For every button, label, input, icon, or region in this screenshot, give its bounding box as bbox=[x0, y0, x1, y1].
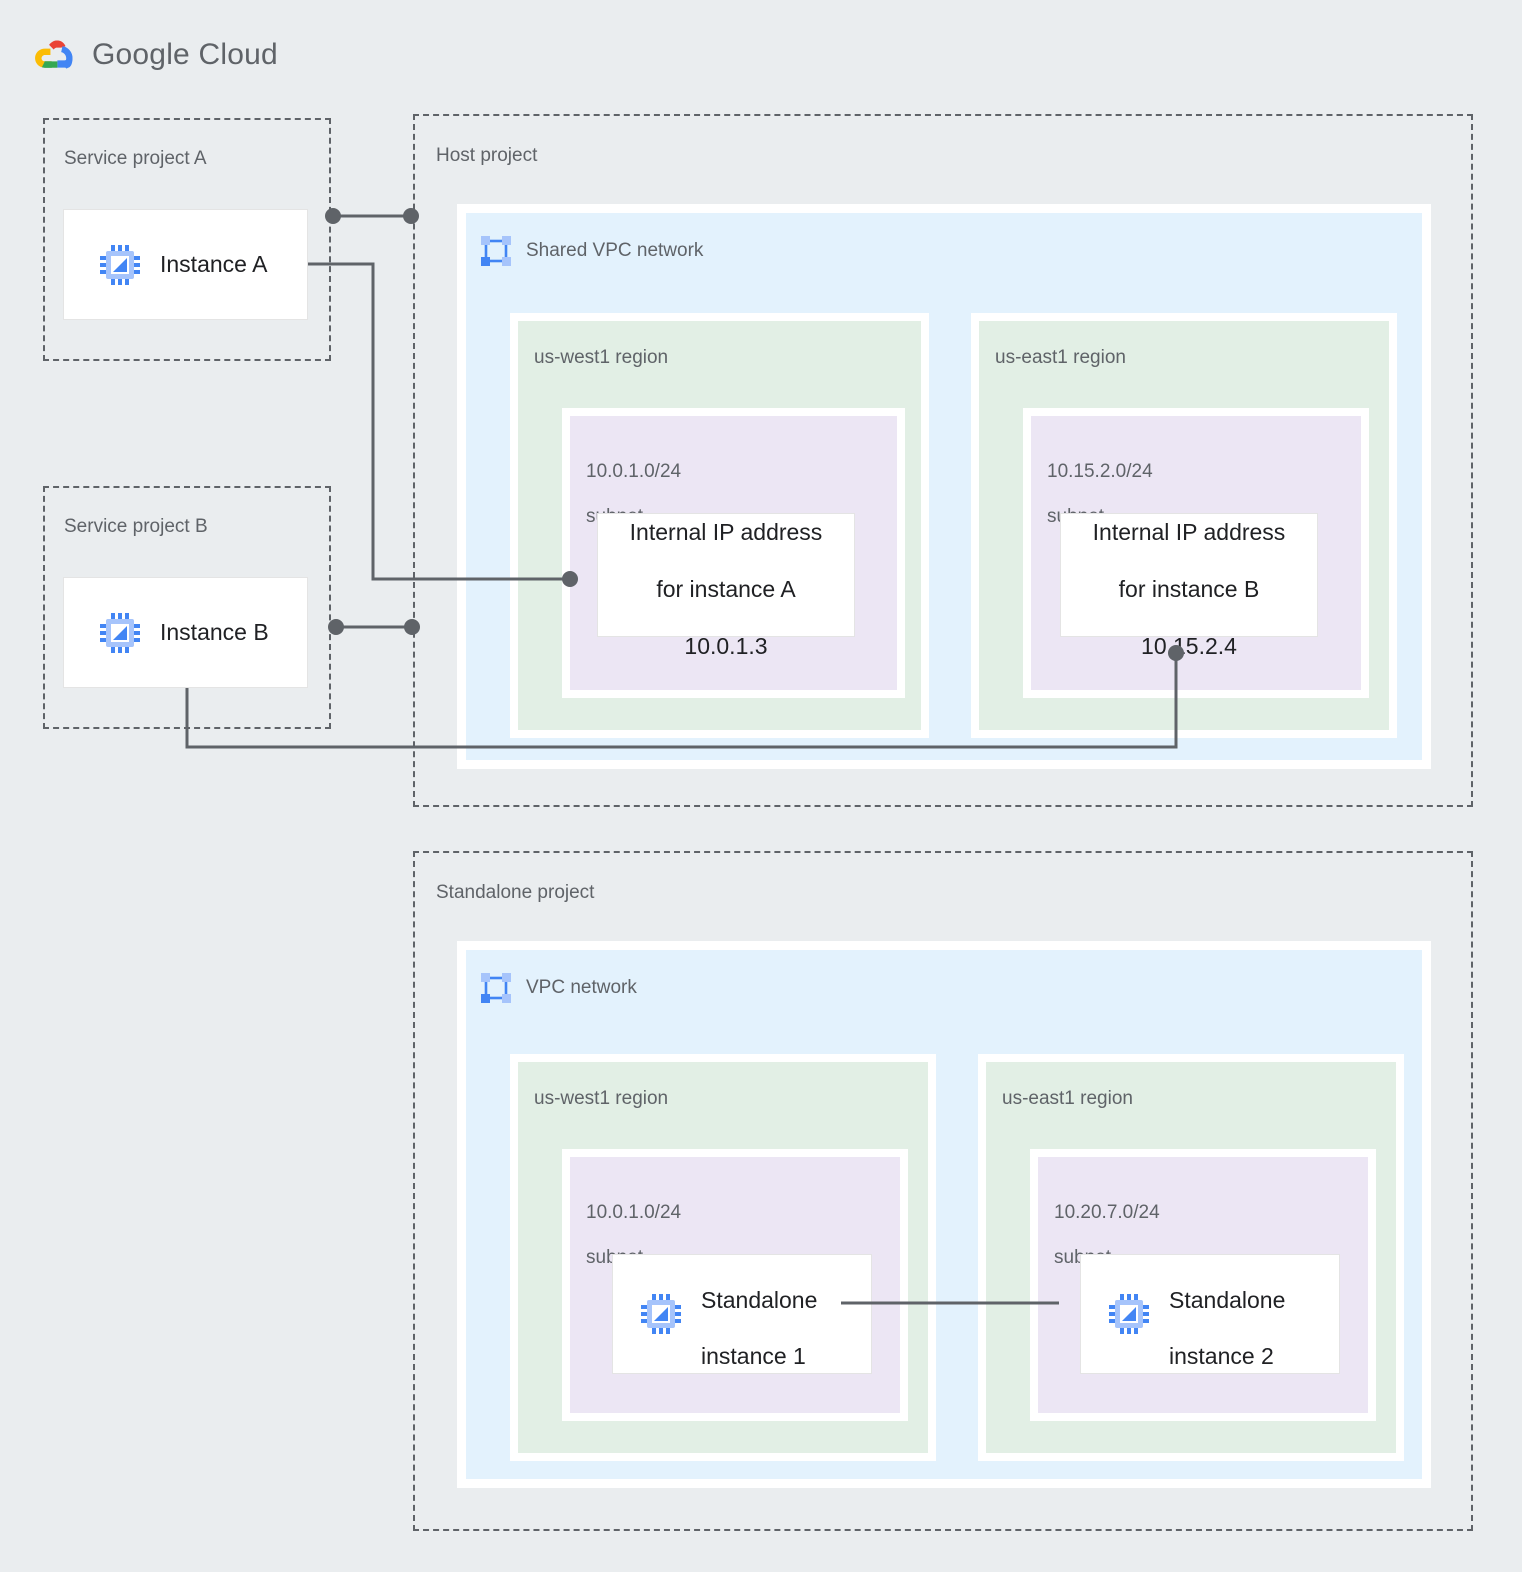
standalone-instance-1-line1: Standalone bbox=[701, 1286, 818, 1313]
service-project-a-boundary bbox=[43, 118, 331, 361]
vpc-network-icon bbox=[480, 235, 512, 267]
shared-vpc-network-box: Shared VPC network us-west1 region 10.0.… bbox=[457, 204, 1431, 769]
google-cloud-logo-lockup: Google Cloud bbox=[32, 36, 278, 74]
service-project-b-label: Service project B bbox=[64, 516, 208, 537]
vm-instance-icon bbox=[639, 1292, 683, 1336]
host-region-us-east1-label: us-east1 region bbox=[995, 347, 1126, 368]
standalone-vpc-network-box: VPC network us-west1 region 10.0.1.0/24 … bbox=[457, 941, 1431, 1488]
subnet-cidr-value: 10.20.7.0/24 bbox=[1054, 1202, 1160, 1224]
standalone-project-label: Standalone project bbox=[436, 882, 595, 903]
standalone-subnet-10-0-1-0: 10.0.1.0/24 subnet bbox=[562, 1149, 908, 1421]
host-region-us-west1: us-west1 region 10.0.1.0/24 subnet Inter… bbox=[510, 313, 929, 738]
standalone-instance-1-text: Standalone instance 1 bbox=[701, 1257, 817, 1370]
host-project-label: Host project bbox=[436, 145, 538, 166]
internal-ip-instance-a-text: Internal IP address for instance A 10.0.… bbox=[630, 490, 823, 660]
subnet-cidr-value: 10.0.1.0/24 bbox=[586, 461, 682, 483]
standalone-instance-2-text: Standalone instance 2 bbox=[1169, 1257, 1285, 1370]
instance-a-card[interactable]: Instance A bbox=[63, 209, 308, 320]
standalone-vpc-network-label: VPC network bbox=[526, 977, 637, 998]
standalone-instance-1-card[interactable]: Standalone instance 1 bbox=[612, 1254, 872, 1374]
standalone-vpc-network-header: VPC network bbox=[480, 972, 637, 1004]
internal-ip-b-line3: 10.15.2.4 bbox=[1141, 632, 1237, 659]
vm-instance-icon bbox=[1107, 1292, 1151, 1336]
brand-google: Google bbox=[92, 38, 190, 71]
standalone-region-us-west1-label: us-west1 region bbox=[534, 1088, 669, 1109]
service-project-a-label: Service project A bbox=[64, 148, 207, 169]
vpc-network-icon bbox=[480, 972, 512, 1004]
host-region-us-east1: us-east1 region 10.15.2.0/24 subnet Inte… bbox=[971, 313, 1397, 738]
vm-instance-icon bbox=[98, 243, 142, 287]
brand-cloud: Cloud bbox=[198, 38, 278, 71]
standalone-region-us-east1: us-east1 region 10.20.7.0/24 subnet bbox=[978, 1054, 1404, 1461]
host-region-us-west1-label: us-west1 region bbox=[534, 347, 669, 368]
standalone-project-boundary bbox=[413, 851, 1473, 1531]
internal-ip-instance-a-card[interactable]: Internal IP address for instance A 10.0.… bbox=[597, 513, 855, 659]
internal-ip-instance-b-text: Internal IP address for instance B 10.15… bbox=[1093, 490, 1286, 660]
internal-ip-a-line1: Internal IP address bbox=[629, 519, 823, 546]
internal-ip-a-line2: for instance A bbox=[656, 576, 796, 602]
internal-ip-b-line2: for instance B bbox=[1118, 576, 1260, 602]
standalone-region-us-east1-label: us-east1 region bbox=[1002, 1088, 1133, 1109]
instance-b-card[interactable]: Instance B bbox=[63, 577, 308, 688]
internal-ip-a-line3: 10.0.1.3 bbox=[684, 632, 768, 659]
connector-service-project-b-to-host-project bbox=[328, 619, 420, 635]
internal-ip-b-line1: Internal IP address bbox=[1092, 519, 1286, 546]
standalone-instance-2-line1: Standalone bbox=[1169, 1286, 1286, 1313]
standalone-instance-1-line2: instance 1 bbox=[701, 1343, 806, 1370]
subnet-cidr-value: 10.0.1.0/24 bbox=[586, 1202, 682, 1224]
standalone-instance-2-line2: instance 2 bbox=[1169, 1343, 1274, 1370]
vm-instance-icon bbox=[98, 611, 142, 655]
connector-service-project-a-to-host-project bbox=[325, 208, 419, 224]
standalone-region-us-west1: us-west1 region 10.0.1.0/24 subnet bbox=[510, 1054, 936, 1461]
google-cloud-logo-icon bbox=[32, 36, 78, 74]
shared-vpc-network-header: Shared VPC network bbox=[480, 235, 703, 267]
shared-vpc-network-label: Shared VPC network bbox=[526, 240, 704, 261]
subnet-cidr-value: 10.15.2.0/24 bbox=[1047, 461, 1153, 483]
instance-a-label: Instance A bbox=[160, 251, 268, 278]
standalone-instance-2-card[interactable]: Standalone instance 2 bbox=[1080, 1254, 1340, 1374]
instance-b-label: Instance B bbox=[160, 619, 269, 646]
host-subnet-10-0-1-0: 10.0.1.0/24 subnet Internal IP address f… bbox=[562, 408, 905, 698]
brand-text: Google Cloud bbox=[92, 38, 278, 72]
host-subnet-10-15-2-0: 10.15.2.0/24 subnet Internal IP address … bbox=[1023, 408, 1369, 698]
standalone-subnet-10-20-7-0: 10.20.7.0/24 subnet bbox=[1030, 1149, 1376, 1421]
internal-ip-instance-b-card[interactable]: Internal IP address for instance B 10.15… bbox=[1060, 513, 1318, 659]
